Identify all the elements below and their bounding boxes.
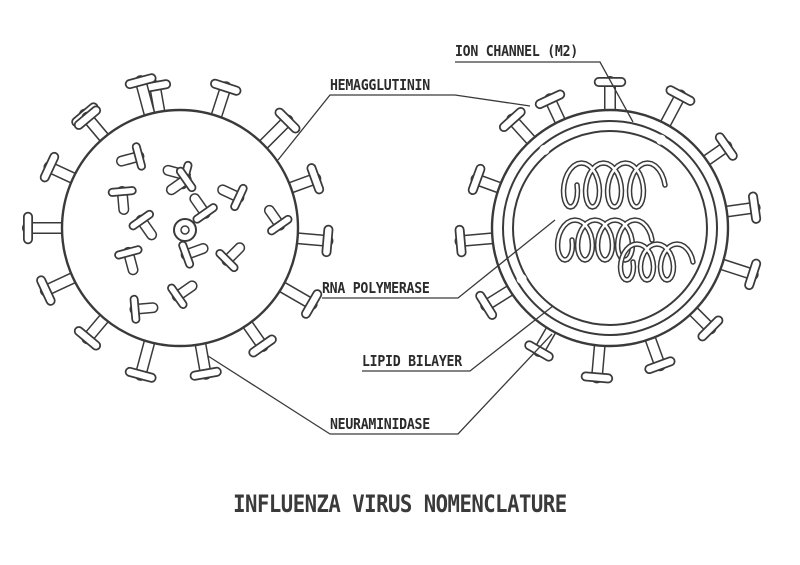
outer-spike xyxy=(686,304,724,342)
center-spike-core xyxy=(180,225,190,235)
leader-line xyxy=(362,305,554,372)
surface-spike xyxy=(129,294,159,324)
rna-coil-inner xyxy=(619,242,695,282)
ion-channel-gap xyxy=(656,134,666,145)
surface-spike xyxy=(116,142,146,171)
outer-spike xyxy=(124,73,157,122)
outer-spike xyxy=(274,280,323,319)
outer-spike xyxy=(289,224,334,258)
cross-section-virus-illustration xyxy=(454,76,762,384)
surface-spike xyxy=(107,186,137,215)
outer-spike xyxy=(240,317,277,358)
surface-spike xyxy=(128,209,158,241)
leader-line xyxy=(322,219,556,299)
surface-spike xyxy=(189,193,218,224)
leader-line xyxy=(277,94,455,161)
outer-spike xyxy=(714,257,762,291)
surface-spike xyxy=(114,245,143,276)
outer-spike xyxy=(209,78,242,124)
outer-spike xyxy=(73,310,112,351)
outer-spike xyxy=(718,191,762,224)
outer-spike xyxy=(73,105,112,146)
center-spike-head xyxy=(173,218,197,242)
surface-spike xyxy=(178,240,209,269)
leader-line xyxy=(455,61,634,123)
outer-spike xyxy=(658,85,696,132)
rna-coil-inner xyxy=(562,161,667,209)
label-leader-lines xyxy=(207,61,634,435)
outer-spike xyxy=(124,334,157,383)
outer-spike xyxy=(498,106,539,148)
outer-spike xyxy=(593,76,627,118)
outer-spike xyxy=(524,322,558,362)
surface-spike xyxy=(165,166,197,196)
whole-virus-illustration xyxy=(22,73,334,383)
label-ion-channel: ION CHANNEL (M2) xyxy=(455,42,578,60)
leader-line xyxy=(330,333,553,435)
label-lipid-bilayer: LIPID BILAYER xyxy=(362,352,462,370)
lipid-bilayer-ring-inner xyxy=(504,122,716,334)
outer-spike xyxy=(643,331,676,375)
outer-spike xyxy=(39,151,81,185)
outer-spike xyxy=(256,107,301,152)
ion-channel-gap xyxy=(539,144,550,155)
outer-spike xyxy=(454,224,501,258)
outer-spike xyxy=(283,163,325,195)
surface-spike xyxy=(167,280,198,309)
surface-spike xyxy=(215,242,246,273)
outer-spike xyxy=(467,163,507,196)
diagram-title: INFLUENZA VIRUS NOMENCLATURE xyxy=(233,490,567,518)
surface-spike xyxy=(217,183,248,212)
outer-spike xyxy=(534,89,567,129)
leader-line xyxy=(454,94,531,107)
label-neuraminidase: NEURAMINIDASE xyxy=(330,415,430,433)
outer-spike xyxy=(475,283,518,320)
outer-spike xyxy=(699,132,738,168)
ion-channel-gap xyxy=(516,274,527,284)
outer-spike xyxy=(36,271,81,306)
surface-spike xyxy=(263,204,293,236)
outer-spike xyxy=(22,211,70,245)
label-rna-polymerase: RNA POLYMERASE xyxy=(322,279,430,297)
label-hemagglutinin: HEMAGGLUTININ xyxy=(330,76,430,94)
outer-spike xyxy=(580,337,614,384)
outer-spike xyxy=(189,336,222,381)
leader-line xyxy=(207,355,331,435)
